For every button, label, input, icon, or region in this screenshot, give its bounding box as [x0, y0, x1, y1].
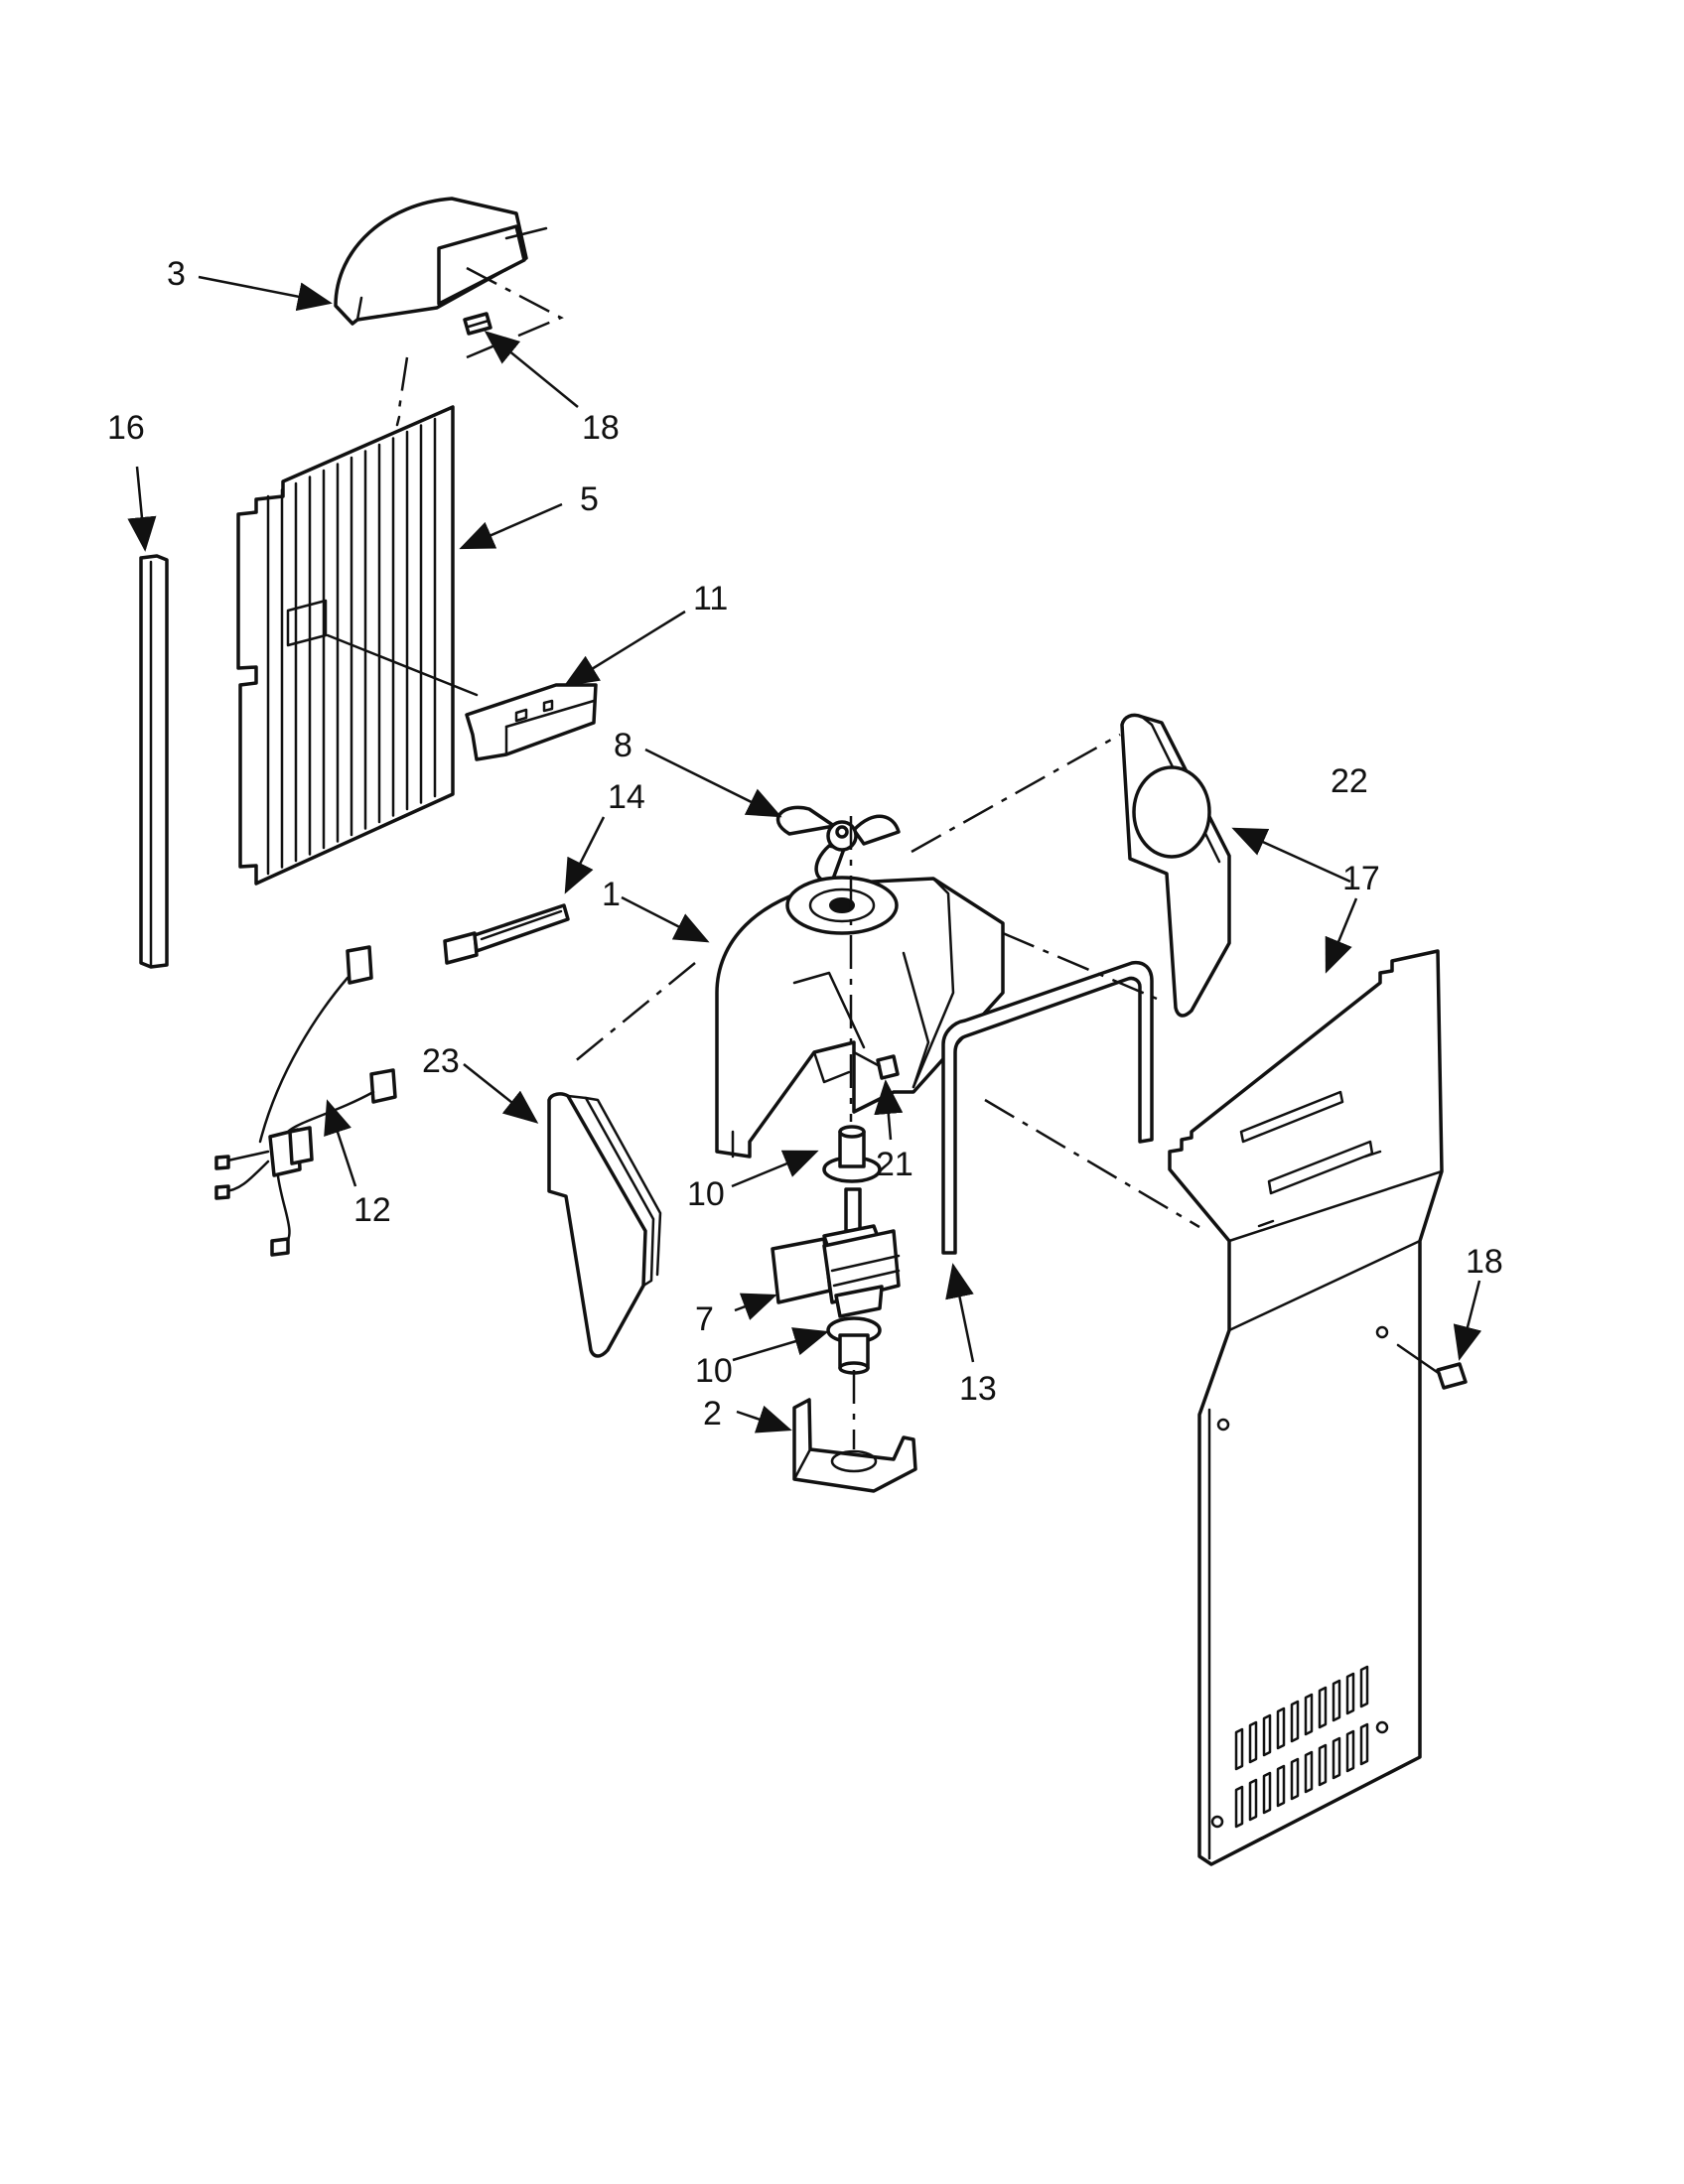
callout-22: 22: [1331, 762, 1368, 800]
callout-13: 13: [959, 1370, 997, 1408]
vent-slot: [1248, 1778, 1258, 1822]
part-10-bushing-lower: [826, 1316, 882, 1375]
part-10-bushing-upper: [822, 1125, 882, 1183]
callout-12: 12: [353, 1191, 391, 1229]
part-8-fan-blade: [775, 805, 901, 884]
callout-11: 11: [693, 580, 728, 617]
part-13-gasket: [941, 960, 1154, 1255]
vent-slot: [1332, 1736, 1341, 1780]
callout-16: 16: [107, 409, 145, 447]
callout-2: 2: [703, 1395, 722, 1433]
part-16-strip: [139, 554, 169, 969]
vent-slot: [1332, 1679, 1341, 1722]
part-17-rear-panel: [1168, 949, 1444, 1866]
vent-slot: [1318, 1686, 1328, 1729]
callout-5: 5: [580, 480, 599, 518]
vent-slot: [1304, 1750, 1314, 1794]
callout-23: 23: [422, 1042, 460, 1080]
vent-slot: [1318, 1743, 1328, 1787]
callout-10-lower: 10: [695, 1352, 733, 1390]
part-3-duct-cover: [334, 197, 564, 359]
vent-slot: [1359, 1722, 1369, 1766]
part-7-fan-motor: [771, 1187, 901, 1318]
callout-leaders: [127, 275, 1482, 1433]
part-18-screw-top: [463, 312, 492, 336]
callout-21: 21: [876, 1146, 913, 1183]
vent-slot: [1262, 1771, 1272, 1815]
callout-14: 14: [608, 778, 645, 816]
vent-slot: [1234, 1785, 1244, 1829]
callout-18-right: 18: [1466, 1243, 1503, 1281]
vent-slot: [1290, 1757, 1300, 1801]
callout-1: 1: [602, 876, 621, 913]
alignment-lines: [397, 356, 1200, 1449]
part-14-sensor: [443, 903, 570, 965]
vent-slot: [1304, 1693, 1314, 1736]
vent-slot: [1345, 1672, 1355, 1715]
part-11-bracket: [465, 683, 598, 761]
callout-8: 8: [614, 727, 632, 764]
callout-7: 7: [695, 1300, 714, 1338]
vent-slot: [1248, 1720, 1258, 1764]
part-2-motor-bracket: [792, 1398, 917, 1493]
vent-slot: [1290, 1700, 1300, 1743]
part-18-screw-right: [1396, 1343, 1468, 1390]
callout-17: 17: [1342, 860, 1380, 897]
vent-slot: [1276, 1764, 1286, 1808]
vent-slot: [1262, 1713, 1272, 1757]
vent-slot: [1234, 1727, 1244, 1771]
callout-10-upper: 10: [687, 1175, 725, 1213]
part-21-screw: [852, 1050, 900, 1080]
part-1-fan-housing: [715, 876, 1005, 1159]
part-12-wire-harness: [214, 945, 397, 1257]
vent-slot: [1276, 1706, 1286, 1750]
part-22-side-panel: [1120, 713, 1231, 1018]
callout-labels: 3 18 16 5 11 8 14 1 22 17 23 21 10 12 7 …: [107, 255, 1503, 1433]
callout-18-top: 18: [582, 409, 620, 447]
vent-slot: [1359, 1665, 1369, 1708]
callout-3: 3: [167, 255, 186, 293]
part-23-side-panel: [547, 1092, 662, 1358]
part-5-grille: [236, 405, 479, 886]
vent-slot: [1345, 1729, 1355, 1773]
